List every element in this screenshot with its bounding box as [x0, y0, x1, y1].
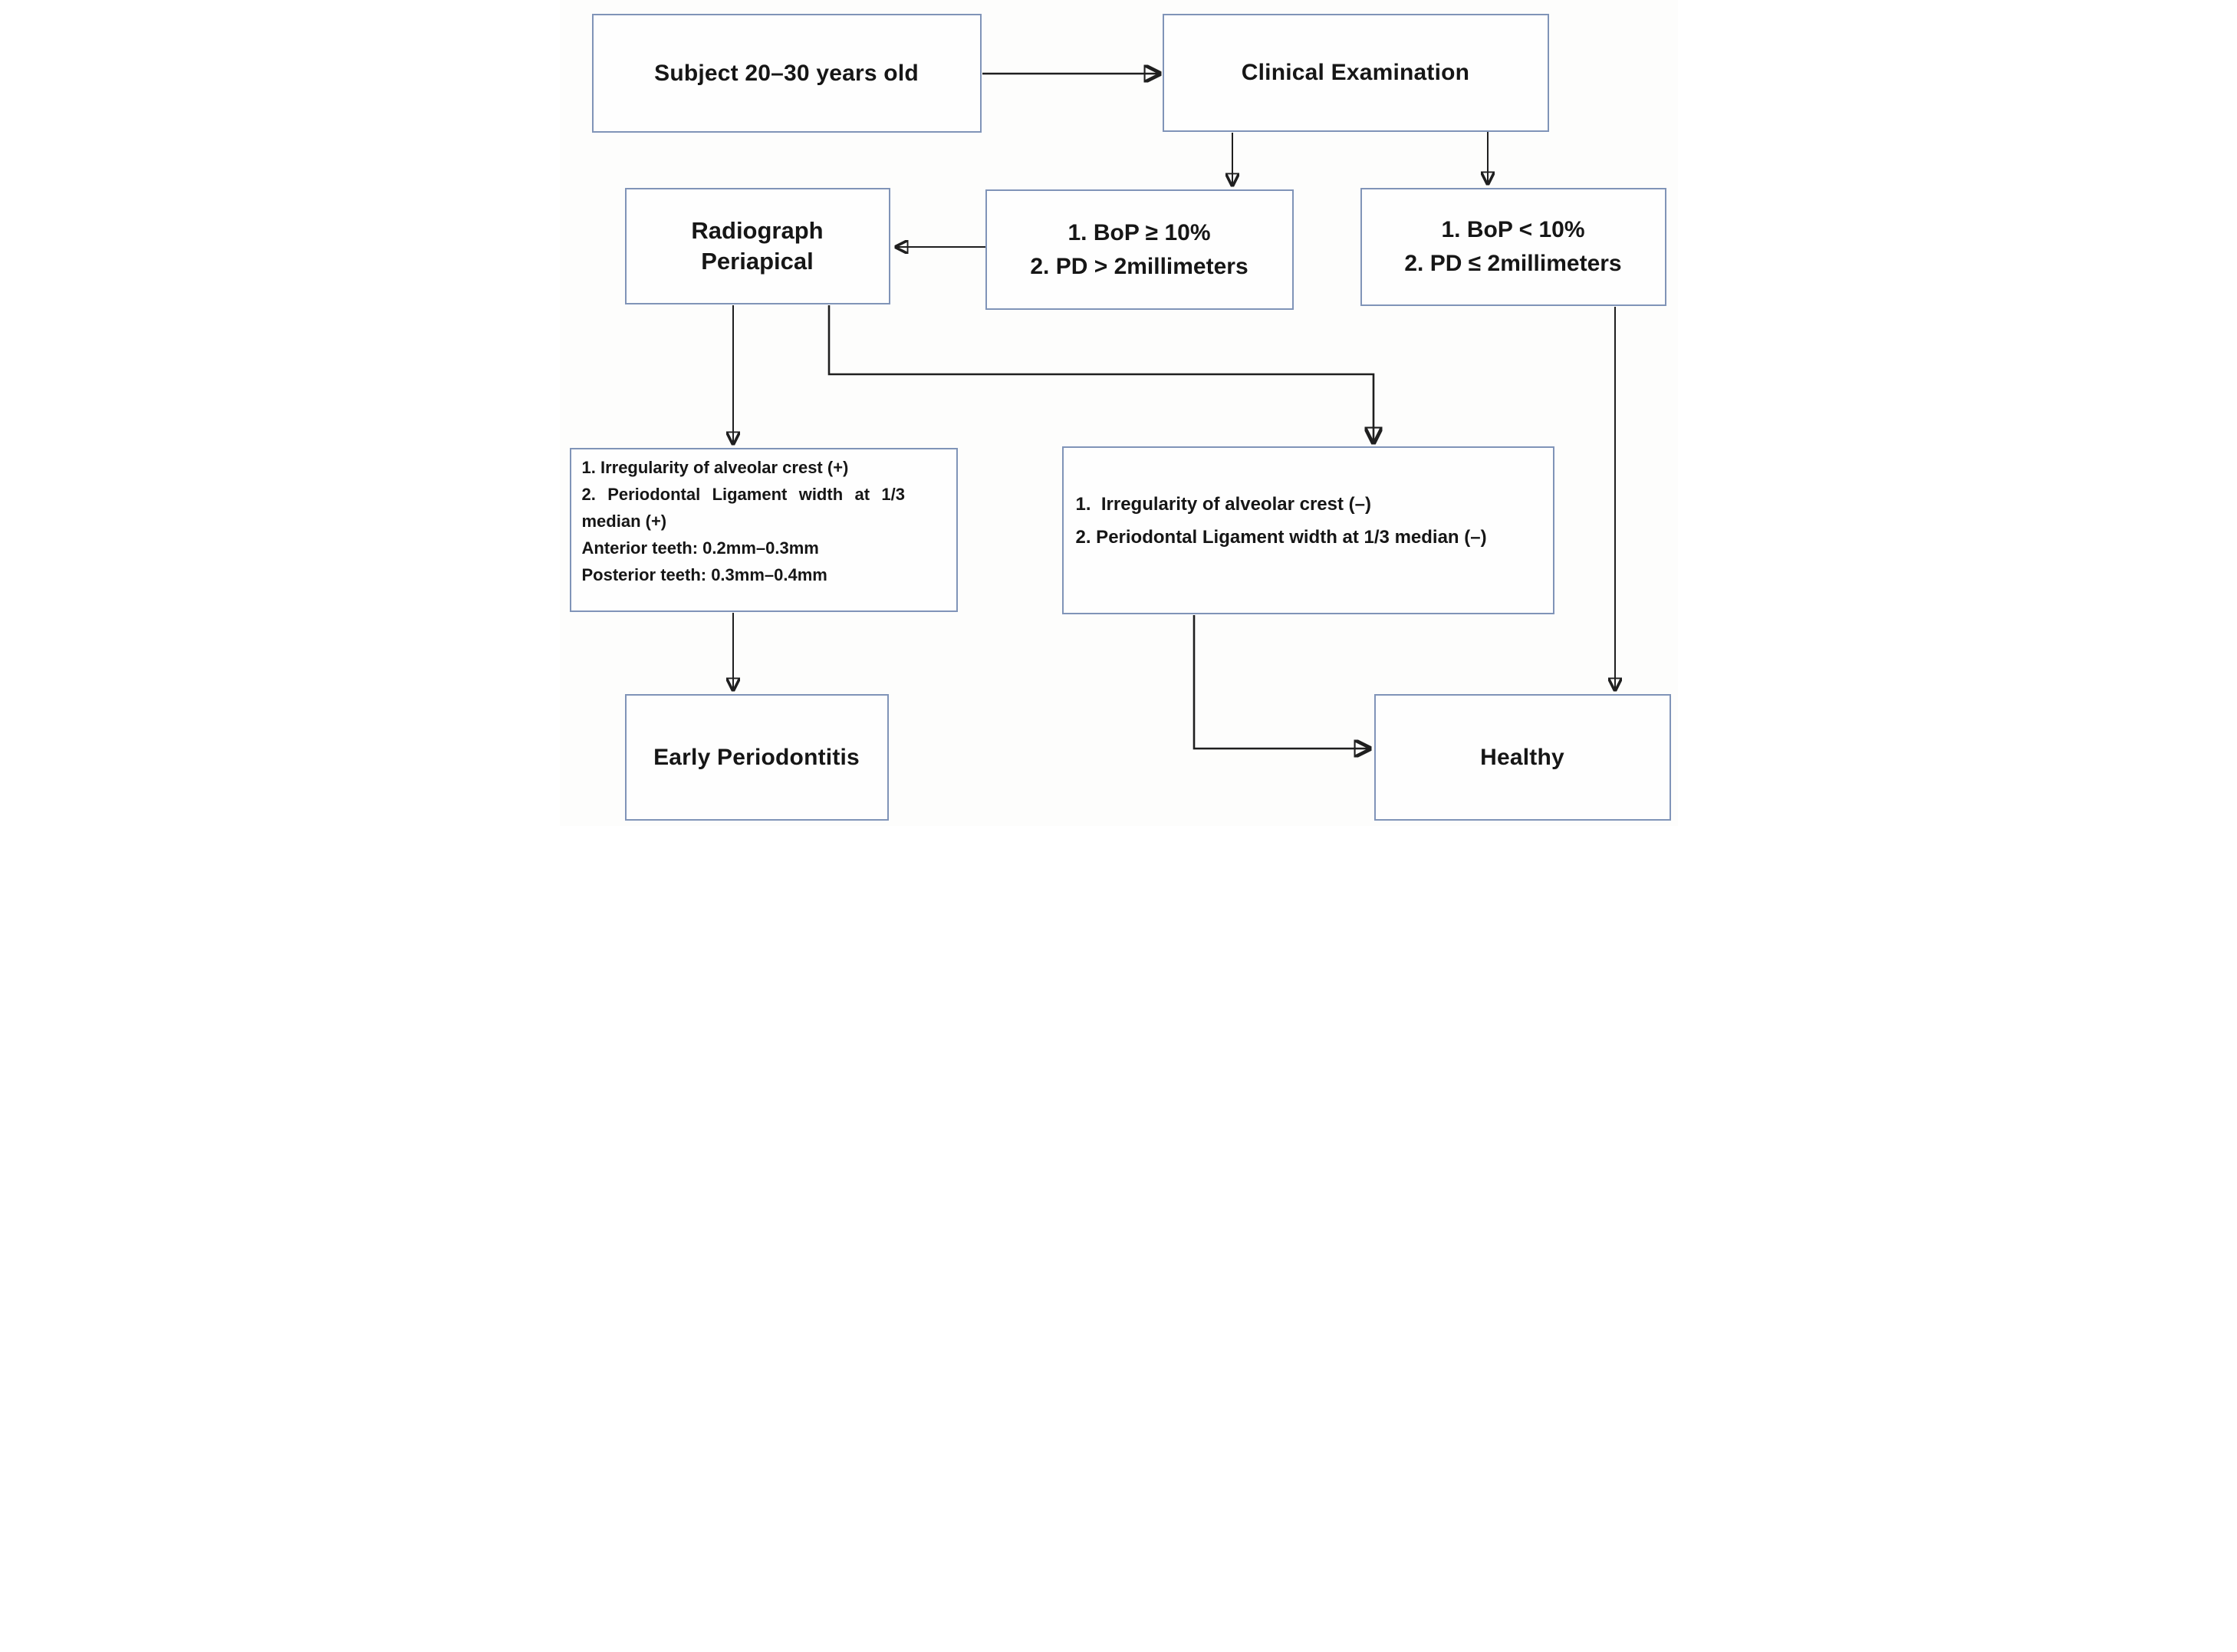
node-bop-negative-line-2: 2. PD ≤ 2millimeters — [1404, 251, 1622, 276]
arrow-radiograph-to-radiographic-negative — [827, 305, 1373, 441]
node-radiographic-findings-negative: 1. Irregularity of alveolar crest (–) 2.… — [1061, 446, 1554, 614]
arrow-radiographic-negative-to-healthy — [1193, 615, 1368, 749]
node-subject-label: Subject 20–30 years old — [654, 60, 919, 86]
node-radiographic-negative-line-2: 2. Periodontal Ligament width at 1/3 med… — [1075, 527, 1487, 548]
node-clinical-examination: Clinical Examination — [1162, 14, 1549, 132]
node-bop-negative-line-1: 1. BoP < 10% — [1441, 217, 1585, 242]
node-early-periodontitis-label: Early Periodontitis — [653, 744, 860, 770]
node-radiographic-positive-line-4: Anterior teeth: 0.2mm–0.3mm — [581, 538, 819, 558]
flowchart-figure: Subject 20–30 years old Clinical Examina… — [559, 0, 1678, 826]
node-healthy-label: Healthy — [1480, 744, 1564, 770]
node-bop-positive-line-2: 2. PD > 2millimeters — [1030, 253, 1248, 279]
node-radiographic-negative-line-1: 1. Irregularity of alveolar crest (–) — [1075, 494, 1372, 515]
node-bop-negative-criteria: 1. BoP < 10% 2. PD ≤ 2millimeters — [1360, 188, 1666, 306]
node-subject: Subject 20–30 years old — [591, 14, 982, 133]
node-radiographic-findings-positive: 1. Irregularity of alveolar crest (+) 2.… — [569, 448, 958, 612]
node-bop-positive-line-1: 1. BoP ≥ 10% — [1068, 219, 1211, 245]
node-radiographic-positive-line-5: Posterior teeth: 0.3mm–0.4mm — [581, 565, 827, 584]
node-radiographic-positive-line-1: 1. Irregularity of alveolar crest (+) — [581, 458, 849, 477]
node-bop-positive-criteria: 1. BoP ≥ 10% 2. PD > 2millimeters — [985, 189, 1294, 310]
node-radiograph-line-2: Periapical — [701, 248, 814, 275]
node-clinical-examination-label: Clinical Examination — [1241, 60, 1470, 85]
flow-arrows — [560, 0, 1678, 826]
node-early-periodontitis: Early Periodontitis — [624, 694, 889, 821]
node-radiograph-periapical: Radiograph Periapical — [624, 188, 890, 304]
node-radiographic-positive-line-2: 2. Periodontal Ligament width at 1/3 — [581, 485, 905, 504]
node-radiographic-positive-line-3: median (+) — [581, 512, 667, 531]
node-radiograph-line-1: Radiograph — [691, 217, 824, 244]
node-healthy: Healthy — [1373, 694, 1671, 821]
